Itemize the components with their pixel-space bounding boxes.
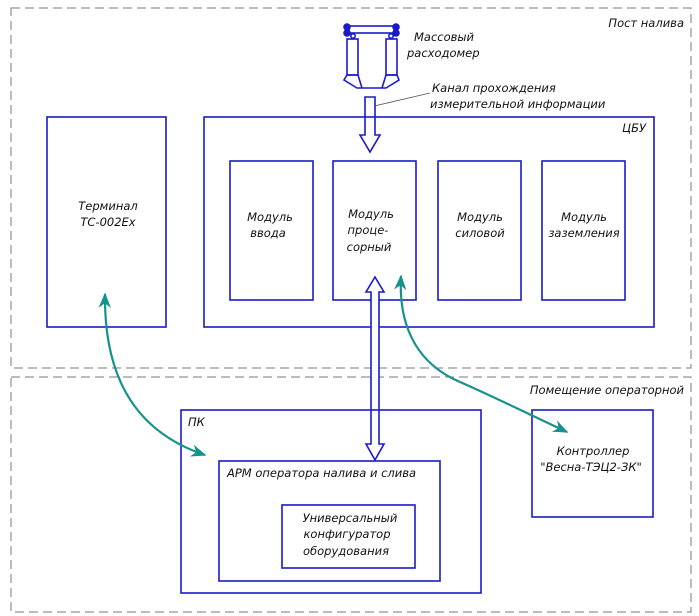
- channel-note-line2: измерительной информации: [430, 97, 606, 111]
- module-grounding[interactable]: Модуль заземления: [541, 160, 626, 301]
- module-power[interactable]: Модуль силовой: [437, 160, 522, 301]
- zone-operator-room-label: Помещение операторной: [530, 383, 685, 397]
- module-processor-line2: проце-: [348, 223, 389, 237]
- channel-note-line1: Канал прохождения: [432, 81, 556, 95]
- processor-controller-link: [394, 274, 569, 433]
- zone-post: Пост налива: [10, 7, 692, 369]
- configurator-line1: Универсальный: [303, 511, 398, 525]
- module-input[interactable]: Модуль ввода: [229, 160, 314, 301]
- flowmeter-label-line1: Массовый: [414, 30, 475, 44]
- channel-leader-line: [369, 92, 431, 108]
- module-processor[interactable]: Модуль проце- сорный: [332, 160, 417, 301]
- configurator-line3: оборудования: [303, 544, 389, 558]
- terminal-pc-link: [98, 292, 207, 457]
- cbu-label: ЦБУ: [622, 121, 647, 135]
- module-processor-line1: Модуль: [348, 207, 394, 221]
- flowmeter-label-line2: расходомер: [406, 46, 480, 60]
- terminal-label-line2: ТС-002Ex: [80, 215, 135, 229]
- mass-flowmeter-icon: [342, 23, 400, 89]
- pc-label: ПК: [188, 415, 206, 429]
- module-processor-line3: сорный: [347, 240, 392, 254]
- measurement-channel-arrow: [358, 96, 382, 154]
- module-power-line1: Модуль: [457, 210, 503, 224]
- terminal-label-line1: Терминал: [78, 199, 138, 213]
- zone-operator-room: Помещение операторной: [10, 376, 692, 613]
- terminal-block[interactable]: Терминал ТС-002Ex: [46, 116, 167, 328]
- processor-arm-double-arrow: [364, 275, 386, 462]
- arm-block[interactable]: АРМ оператора налива и слива: [218, 460, 441, 582]
- pc-block[interactable]: ПК: [180, 409, 482, 594]
- arm-label: АРМ оператора налива и слива: [226, 466, 416, 480]
- module-input-line2: ввода: [250, 226, 286, 240]
- module-grounding-line1: Модуль: [561, 210, 607, 224]
- module-grounding-line2: заземления: [548, 226, 619, 240]
- controller-line2: "Весна-ТЭЦ2-ЗК": [540, 460, 642, 474]
- module-input-line1: Модуль: [247, 210, 293, 224]
- zone-post-label: Пост налива: [608, 16, 684, 30]
- module-power-line2: силовой: [455, 226, 505, 240]
- controller-block[interactable]: Контроллер "Весна-ТЭЦ2-ЗК": [531, 409, 654, 518]
- controller-line1: Контроллер: [557, 444, 630, 458]
- configurator-line2: конфигуратор: [303, 527, 390, 541]
- configurator-block[interactable]: Универсальный конфигуратор оборудования: [281, 504, 416, 569]
